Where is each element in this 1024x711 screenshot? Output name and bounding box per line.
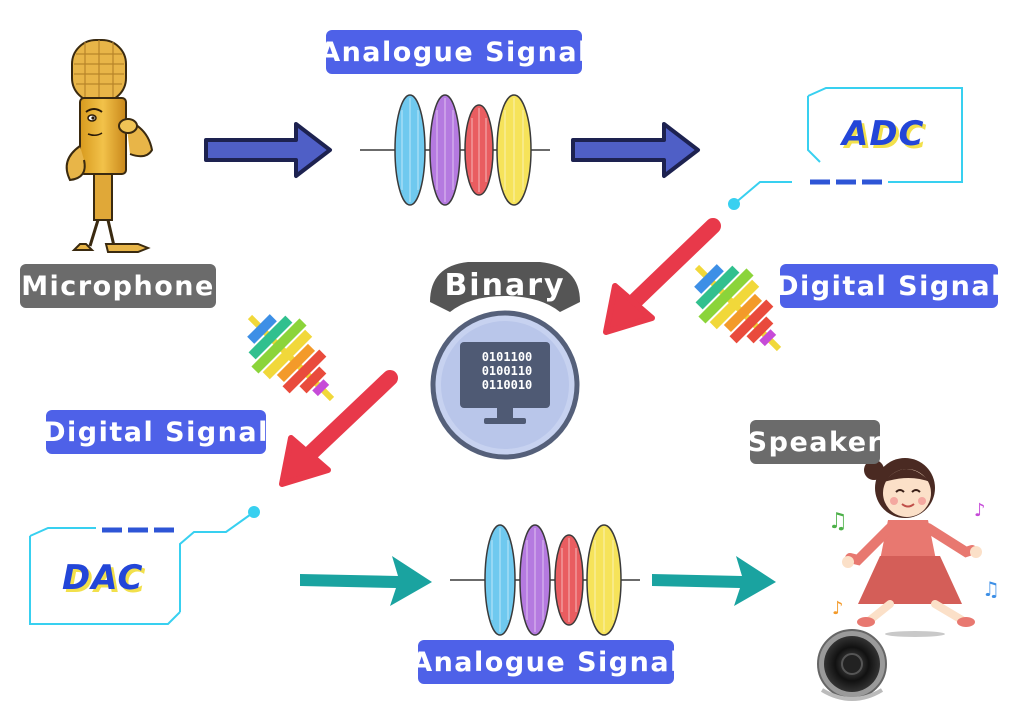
arrow-binary-to-dac bbox=[279, 370, 398, 487]
arrow-wave-to-adc bbox=[571, 122, 700, 178]
binary-label: Binary bbox=[444, 268, 566, 303]
adc-frame bbox=[728, 87, 963, 210]
loudspeaker-icon bbox=[817, 629, 887, 701]
digital-signal-label-right: Digital Signal bbox=[776, 264, 1000, 308]
dac-frame bbox=[29, 506, 260, 625]
svg-text:♫: ♫ bbox=[828, 509, 848, 534]
binary-code-line: 0101100 bbox=[481, 350, 533, 364]
arrow-wave-to-speaker bbox=[652, 556, 776, 606]
svg-text:♪: ♪ bbox=[974, 500, 986, 521]
speaker-label: Speaker bbox=[748, 420, 881, 464]
dancing-girl-icon bbox=[842, 458, 982, 637]
arrow-mic-to-wave bbox=[204, 122, 332, 178]
sound-wave-icon bbox=[450, 524, 640, 636]
digital-bars-icon bbox=[247, 314, 335, 402]
analogue-signal-label-top: Analogue Signal bbox=[319, 30, 587, 74]
computer-monitor-icon bbox=[460, 342, 550, 424]
binary-code-line: 0110010 bbox=[481, 378, 533, 392]
arrow-dac-to-wave bbox=[300, 556, 432, 606]
analogue-signal-label-bottom: Analogue Signal bbox=[411, 640, 679, 684]
dac-label: DAC bbox=[62, 558, 144, 598]
digital-bars-icon bbox=[694, 264, 782, 352]
svg-text:♫: ♫ bbox=[982, 577, 1000, 601]
microphone-character-icon bbox=[65, 39, 154, 253]
binary-code-display: 0101100 0100110 0110010 bbox=[471, 350, 543, 392]
adc-label: ADC bbox=[842, 114, 925, 154]
arrow-adc-to-binary bbox=[603, 218, 721, 335]
binary-code-line: 0100110 bbox=[481, 364, 533, 378]
music-note-icon: ♫ ♪ ♪ ♫ bbox=[828, 500, 1000, 619]
microphone-label: Microphone bbox=[20, 264, 216, 308]
digital-signal-label-left: Digital Signal bbox=[43, 410, 267, 454]
svg-text:♪: ♪ bbox=[832, 598, 844, 619]
sound-wave-icon bbox=[360, 94, 550, 206]
